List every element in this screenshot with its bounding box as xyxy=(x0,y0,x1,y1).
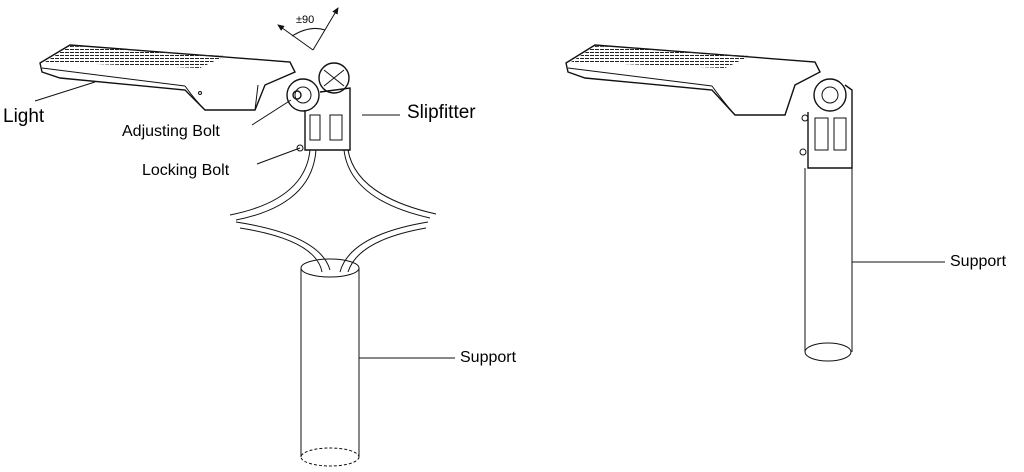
right-light-fixture xyxy=(565,44,821,116)
label-angle: ±90 xyxy=(296,14,315,26)
angle-indicator xyxy=(277,7,339,51)
label-locking-bolt: Locking Bolt xyxy=(142,162,230,179)
left-wires xyxy=(229,149,437,273)
left-light-fixture xyxy=(39,44,296,111)
leader-lines xyxy=(34,81,455,359)
label-support-left: Support xyxy=(460,349,517,366)
left-support-pole xyxy=(300,258,360,467)
right-support-pole xyxy=(804,168,945,362)
label-light: Light xyxy=(3,106,45,127)
label-support-right: Support xyxy=(950,253,1007,270)
adjusting-bolt-icon xyxy=(292,90,302,100)
left-slipfitter xyxy=(286,62,351,152)
label-slipfitter: Slipfitter xyxy=(407,102,476,123)
label-adjusting-bolt: Adjusting Bolt xyxy=(122,123,220,140)
locking-bolt-icon xyxy=(296,144,304,152)
right-slipfitter xyxy=(799,78,853,169)
